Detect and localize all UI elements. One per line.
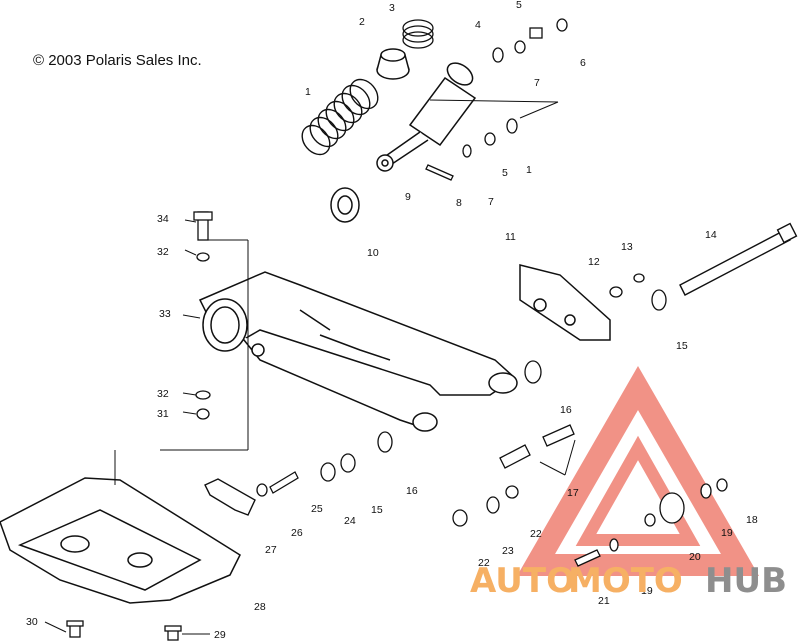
callout-2: 2	[359, 16, 365, 28]
callout-25: 25	[311, 503, 323, 515]
callout-14: 14	[705, 229, 717, 241]
callout-5b: 5	[502, 167, 508, 179]
callout-22a: 22	[530, 528, 542, 540]
small-hardware	[256, 273, 667, 497]
left-hardware	[193, 211, 213, 420]
shock-washer	[330, 187, 360, 223]
callout-31: 31	[157, 408, 169, 420]
callout-1a: 1	[305, 86, 311, 98]
shock-spring	[301, 78, 379, 156]
callout-32a: 32	[157, 246, 169, 258]
callout-11: 11	[505, 231, 516, 243]
skid-plate	[0, 477, 241, 604]
leader-lines	[44, 99, 576, 635]
callout-7a: 7	[534, 77, 540, 89]
callout-22b: 22	[478, 557, 490, 569]
shafts	[499, 424, 575, 469]
callout-29: 29	[214, 629, 226, 641]
callout-30: 30	[26, 616, 38, 628]
callout-34: 34	[157, 213, 169, 225]
mount-bracket	[204, 478, 256, 516]
callout-21: 21	[598, 595, 610, 607]
spring-retainer	[376, 48, 410, 80]
watermark-part-moto: MOTO	[568, 561, 683, 601]
callout-26: 26	[291, 527, 303, 539]
callout-12: 12	[588, 256, 600, 268]
bracket	[519, 264, 611, 341]
callout-7b: 7	[488, 196, 494, 208]
callout-23: 23	[502, 545, 514, 557]
callout-33: 33	[159, 308, 171, 320]
callout-16b: 16	[406, 485, 418, 497]
swing-arm	[198, 271, 518, 432]
callout-9: 9	[405, 191, 411, 203]
callout-8: 8	[456, 197, 462, 209]
callout-27: 27	[265, 544, 277, 556]
spring-adjuster	[402, 19, 434, 49]
watermark-part-hub: HUB	[705, 561, 787, 601]
long-bolt	[679, 222, 798, 296]
bottom-bolts	[66, 620, 182, 641]
copyright-text: © 2003 Polaris Sales Inc.	[33, 52, 202, 69]
lower-right-hardware	[452, 478, 728, 567]
callout-10: 10	[367, 247, 379, 259]
shock-absorber	[376, 62, 477, 172]
callout-16a: 16	[560, 404, 572, 416]
callout-28: 28	[254, 601, 266, 613]
callout-6: 6	[580, 57, 586, 69]
callout-15b: 15	[371, 504, 383, 516]
callout-13: 13	[621, 241, 633, 253]
callout-1b: 1	[526, 164, 532, 176]
watermark-logo	[516, 365, 760, 576]
callout-4: 4	[475, 19, 481, 31]
callout-15a: 15	[676, 340, 688, 352]
callout-24: 24	[344, 515, 356, 527]
watermark-part-auto: AUTO	[470, 561, 575, 601]
callout-19b: 19	[641, 585, 653, 597]
callout-3: 3	[389, 2, 395, 14]
callout-labels: 1 1 2 3 4 5 5 6 7 7 8 9 10 11 12 13 14 1…	[26, 0, 758, 641]
callout-20: 20	[689, 551, 701, 563]
watermark-text: AUTO MOTO HUB	[470, 561, 787, 601]
callout-18: 18	[746, 514, 758, 526]
callout-17: 17	[567, 487, 579, 499]
callout-32b: 32	[157, 388, 169, 400]
callout-5a: 5	[516, 0, 522, 11]
shock-hardware	[425, 18, 568, 181]
callout-19a: 19	[721, 527, 733, 539]
